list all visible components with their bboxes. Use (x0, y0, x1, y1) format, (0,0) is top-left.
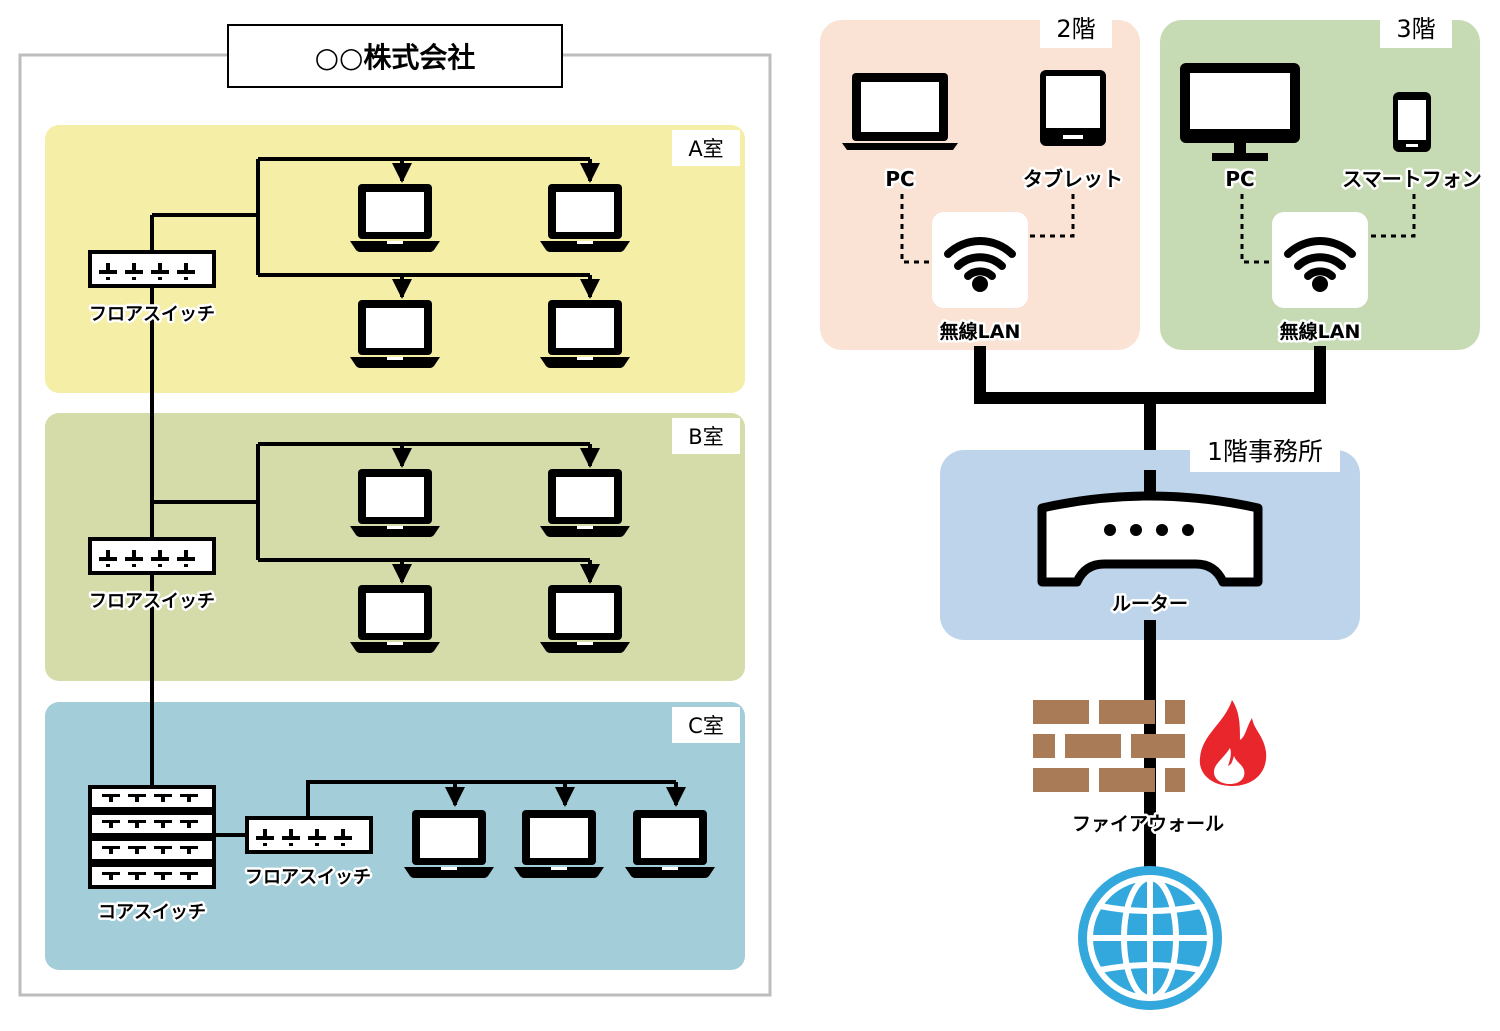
room-b-label-box (672, 418, 740, 454)
room-a-wiring (256, 157, 600, 299)
tablet-icon (1040, 70, 1106, 146)
wifi-icon (1272, 212, 1368, 308)
room-c-switch-label: フロアスイッチ (245, 867, 371, 888)
room-c-wiring (215, 780, 686, 837)
laptop-icon (514, 810, 604, 878)
laptop-icon (540, 184, 630, 252)
laptop-icon (350, 469, 440, 537)
laptop-icon (625, 810, 715, 878)
monitor-icon (1180, 63, 1300, 161)
globe-icon (1078, 866, 1222, 1010)
flame-icon (1199, 700, 1267, 786)
room-a-label: A室 (688, 137, 723, 161)
floor1-label-box (1190, 428, 1340, 472)
router-label: ルーター (1112, 593, 1188, 615)
room-b-wiring (256, 442, 600, 584)
laptop-icon (540, 585, 630, 653)
floor2-device-tablet-label: タブレット (1023, 167, 1123, 191)
core-switch-label: コアスイッチ (98, 902, 206, 923)
smartphone-icon (1393, 92, 1431, 152)
floor2-wifi-label: 無線LAN (940, 320, 1021, 343)
floor3-label-box (1380, 8, 1452, 48)
room-c-label-box (672, 707, 740, 743)
floor3-wifi-links (1240, 194, 1416, 264)
floor3-label: 3階 (1396, 15, 1435, 43)
room-c-label: C室 (688, 714, 724, 738)
room-c-panel (45, 702, 745, 970)
floor3-wifi-label: 無線LAN (1280, 320, 1361, 343)
core-switch-icon (88, 785, 216, 889)
company-title: ○○株式会社 (315, 41, 476, 74)
room-b-label: B室 (688, 425, 723, 449)
floor1-label: 1階事務所 (1207, 437, 1323, 466)
floor2-wifi-links (900, 194, 1075, 264)
laptop-icon (842, 73, 958, 150)
laptop-icon (540, 300, 630, 368)
floor3-device-smartphone-label: スマートフォン (1342, 167, 1481, 191)
floor2-device-pc-label: PC (885, 167, 914, 191)
room-b-switch-label: フロアスイッチ (89, 591, 215, 612)
laptop-icon (404, 810, 494, 878)
laptop-icon (350, 184, 440, 252)
laptop-icon (350, 300, 440, 368)
room-a-label-box (672, 130, 740, 166)
switch-icon (88, 537, 216, 575)
company-title-box (227, 24, 563, 88)
room-a-switch-label: フロアスイッチ (89, 304, 215, 325)
firewall-label: ファイアウォール (1072, 813, 1224, 835)
switch-icon (245, 816, 373, 854)
floor2-label: 2階 (1056, 15, 1095, 43)
router-icon (1037, 491, 1263, 587)
laptop-icon (540, 469, 630, 537)
wifi-icon (932, 212, 1028, 308)
laptop-icon (350, 585, 440, 653)
backbone-wiring (150, 213, 258, 785)
firewall-icon (1033, 700, 1185, 792)
switch-icon (88, 250, 216, 288)
floor3-device-pc-label: PC (1225, 167, 1254, 191)
floor2-label-box (1040, 8, 1112, 48)
